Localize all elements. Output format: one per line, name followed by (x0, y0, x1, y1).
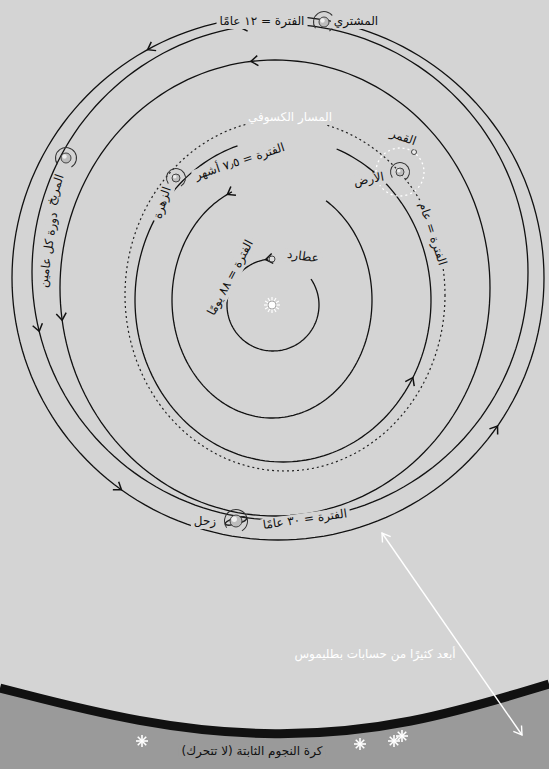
star-symbol (136, 735, 148, 747)
fixed-star-sphere (0, 684, 549, 769)
orbit-arrowhead (113, 482, 125, 494)
star-symbol (354, 738, 366, 750)
planet-name: المشتري (331, 15, 381, 29)
period-label: الفترة = ٣٠ عامًا (259, 507, 351, 533)
orbit-arrowhead (145, 42, 156, 54)
planet-name: القمر (385, 126, 420, 150)
period-label: دورة كل عامين (36, 209, 61, 292)
planet-name: الزهرة (150, 182, 175, 223)
ecliptic-label: المسار الكسوفي (245, 111, 335, 125)
sphere-rim (0, 684, 549, 734)
distance-note: أبعد كثيرًا من حسابات بطليموس (291, 648, 458, 662)
planet-name: زحل (191, 515, 219, 529)
sphere-label: كرة النجوم الثابتة (لا تتحرك) (179, 745, 326, 759)
moon-planet (412, 150, 417, 155)
planet-name: المريخ (44, 170, 69, 210)
planet-name: الأرض (350, 170, 388, 190)
orbit-arrowhead (33, 323, 44, 332)
earth-orbit (135, 146, 431, 462)
star-symbol (396, 730, 408, 742)
orbit-arrowhead (56, 313, 67, 321)
mars-planet (55, 147, 77, 167)
period-label: الفترة = ٨٨ يومًا (204, 235, 258, 321)
orbit-arrowhead (405, 375, 417, 386)
earth-planet (390, 162, 410, 181)
orbit-arrowhead (489, 423, 501, 434)
venus-orbit (172, 192, 372, 418)
arrowhead (378, 530, 391, 542)
period-label: الفترة = عام (414, 198, 449, 270)
mars-orbit (60, 60, 490, 516)
sun-symbol (264, 297, 280, 313)
period-label: الفترة = ٧٫٥ أشهر (191, 140, 290, 184)
planet-name: عطارد (283, 248, 322, 267)
orbit-arrowhead (225, 187, 236, 199)
orbit-arrowhead (250, 56, 258, 67)
mercury-planet (269, 256, 275, 262)
period-label: الفترة = ١٢ عامًا (217, 15, 308, 29)
saturn-planet (224, 509, 248, 531)
distance-arrow (382, 533, 522, 735)
ecliptic-orbit (125, 119, 445, 471)
saturn-orbit (12, 16, 544, 540)
jupiter-orbit (32, 24, 528, 520)
arrowhead (513, 726, 526, 738)
